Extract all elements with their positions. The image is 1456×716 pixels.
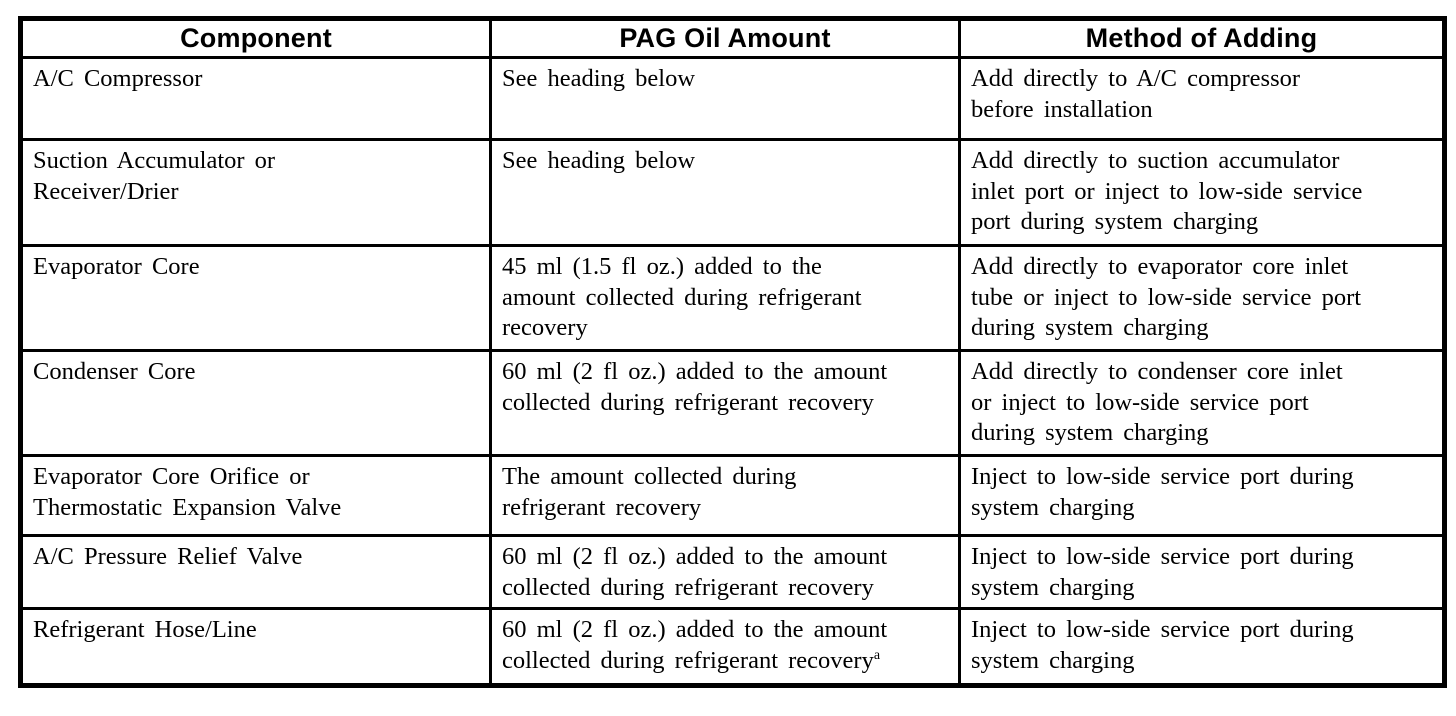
method-cell: Add directly to A/C compressor before in… (958, 56, 1446, 141)
pag-oil-text: 60 ml (2 fl oz.) added to the amount col… (502, 543, 888, 601)
pag-oil-cell: See heading below (489, 138, 961, 247)
method-cell: Add directly to evaporator core inlet tu… (958, 244, 1446, 352)
table-row: A/C Pressure Relief Valve 60 ml (2 fl oz… (19, 534, 1446, 610)
pag-oil-text: 60 ml (2 fl oz.) added to the amount col… (502, 616, 888, 674)
pag-oil-cell: 60 ml (2 fl oz.) added to the amount col… (489, 534, 961, 610)
table-row: A/C Compressor See heading below Add dir… (19, 56, 1446, 141)
pag-oil-cell: The amount collected during refrigerant … (489, 454, 961, 537)
method-cell: Inject to low-side service port during s… (958, 534, 1446, 610)
component-cell: A/C Compressor (19, 56, 492, 141)
header-row: Component PAG Oil Amount Method of Addin… (19, 17, 1446, 59)
pag-oil-text: 60 ml (2 fl oz.) added to the amount col… (502, 358, 888, 416)
table-row: Evaporator Core Orifice or Thermostatic … (19, 454, 1446, 537)
pag-oil-cell: 45 ml (1.5 fl oz.) added to the amount c… (489, 244, 961, 352)
component-cell: Evaporator Core Orifice or Thermostatic … (19, 454, 492, 537)
component-cell: A/C Pressure Relief Valve (19, 534, 492, 610)
method-cell: Inject to low-side service port during s… (958, 607, 1446, 687)
header-method-of-adding: Method of Adding (958, 17, 1446, 59)
header-component: Component (19, 17, 492, 59)
pag-oil-cell: See heading below (489, 56, 961, 141)
table-row: Suction Accumulator or Receiver/Drier Se… (19, 138, 1446, 247)
table-row: Condenser Core 60 ml (2 fl oz.) added to… (19, 349, 1446, 457)
pag-oil-spec-table: Component PAG Oil Amount Method of Addin… (18, 16, 1447, 688)
pag-oil-text: See heading below (502, 147, 696, 174)
table-row: Refrigerant Hose/Line 60 ml (2 fl oz.) a… (19, 607, 1446, 687)
method-cell: Add directly to condenser core inlet or … (958, 349, 1446, 457)
method-cell: Add directly to suction accumulator inle… (958, 138, 1446, 247)
pag-oil-cell: 60 ml (2 fl oz.) added to the amount col… (489, 607, 961, 687)
table-row: Evaporator Core 45 ml (1.5 fl oz.) added… (19, 244, 1446, 352)
component-cell: Refrigerant Hose/Line (19, 607, 492, 687)
footnote-marker: a (873, 647, 881, 663)
component-cell: Suction Accumulator or Receiver/Drier (19, 138, 492, 247)
method-cell: Inject to low-side service port during s… (958, 454, 1446, 537)
pag-oil-cell: 60 ml (2 fl oz.) added to the amount col… (489, 349, 961, 457)
pag-oil-text: 45 ml (1.5 fl oz.) added to the amount c… (502, 253, 862, 341)
component-cell: Evaporator Core (19, 244, 492, 352)
component-cell: Condenser Core (19, 349, 492, 457)
pag-oil-text: See heading below (502, 65, 696, 92)
pag-oil-text: The amount collected during refrigerant … (502, 463, 797, 521)
header-pag-oil-amount: PAG Oil Amount (489, 17, 961, 59)
